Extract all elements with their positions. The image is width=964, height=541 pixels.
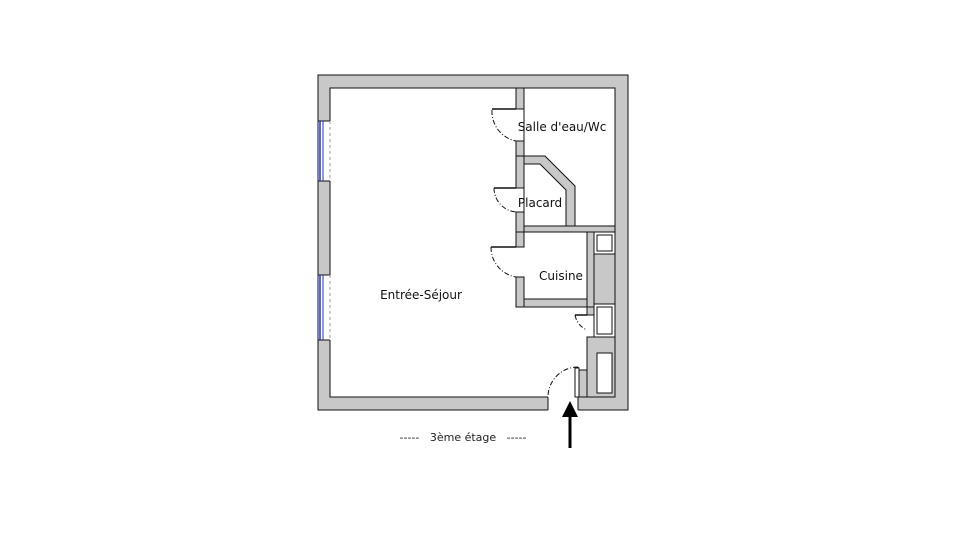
salle-eau-room xyxy=(523,87,616,227)
entrance-arrow-icon xyxy=(562,401,578,448)
door-arc-entrance xyxy=(547,366,579,398)
door-arc-placard xyxy=(493,187,517,213)
label-entree-sejour: Entrée-Séjour xyxy=(380,288,462,302)
window-gap-bottom xyxy=(317,275,331,340)
window-bottom xyxy=(319,275,331,340)
entrance-door-leaf xyxy=(574,367,580,398)
label-placard: Placard xyxy=(518,196,562,210)
door-leaves xyxy=(491,108,587,397)
interior-walls xyxy=(515,87,616,398)
label-salle-eau: Salle d'eau/Wc xyxy=(518,120,607,134)
window-gap-top xyxy=(317,121,331,181)
door-swings xyxy=(490,109,588,398)
floor-level-label: ----- 3ème étage ----- xyxy=(400,431,527,444)
door-arc-bathroom xyxy=(491,109,517,142)
window-top xyxy=(319,121,331,181)
label-cuisine: Cuisine xyxy=(539,269,583,283)
door-arc-utility xyxy=(574,314,588,331)
door-arc-kitchen xyxy=(490,246,517,278)
